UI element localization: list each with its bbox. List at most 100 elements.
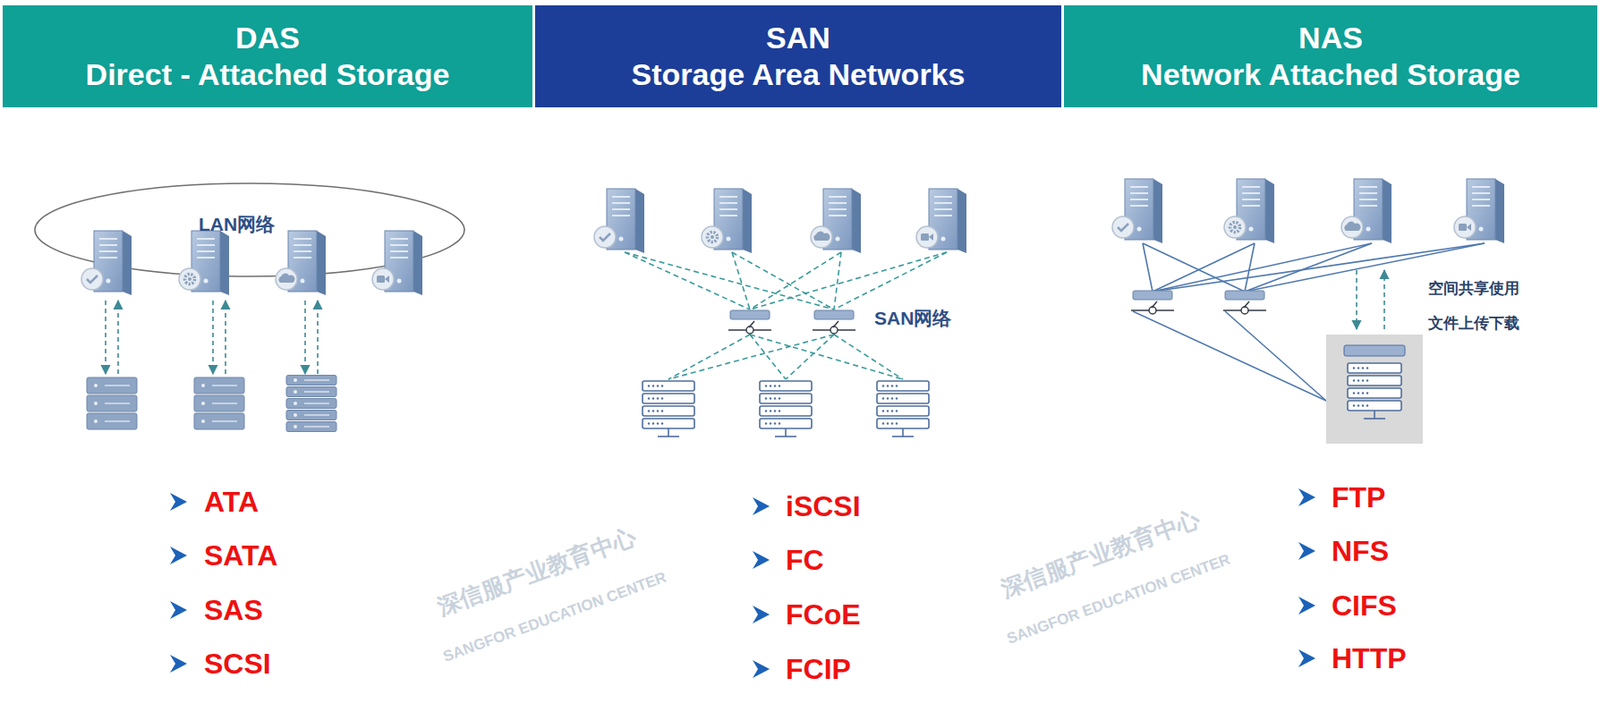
switch-knob [746,326,754,334]
server-icon [916,188,967,254]
server-slot [1359,186,1378,188]
server-led [1137,227,1142,232]
server-icon [594,188,645,254]
storage-rack [876,381,929,437]
server-slot [1130,192,1149,195]
rack-dot [765,409,767,412]
server-side [1265,178,1275,244]
rack-dot [895,422,898,425]
storage-rack [759,381,812,437]
nas-device [1344,345,1405,419]
rack-dot [1357,404,1360,407]
tray-slot [212,384,238,387]
storage-unit [86,377,137,430]
server-side [851,188,861,254]
rack-dot [886,422,889,425]
rack-foot [1363,417,1386,420]
server-slot [934,202,953,205]
storage-unit [194,377,245,430]
badge [1341,216,1363,239]
storage-tray [286,422,337,433]
badge [81,268,103,290]
protocol-item: SAS [204,594,264,628]
rack-stand [1373,410,1376,419]
rack-dot [882,384,885,387]
bullet-arrow [170,601,188,620]
server-side [413,230,423,296]
rack-dot [891,422,894,425]
server-slot [719,208,738,211]
tray-led [93,401,98,406]
server-slot [1472,198,1490,201]
cloud-glyph [278,273,295,283]
gear-glyph [185,274,196,285]
switch-lever [1151,301,1158,308]
server-side [742,188,752,254]
switch-body [1225,290,1265,300]
server-icon [81,230,132,296]
rack-unit [759,418,812,429]
server-slot [390,238,409,240]
tray-led [293,425,298,429]
protocol-item: FCIP [785,653,852,687]
rack-unit [1347,388,1402,399]
badge [810,226,833,248]
server-icon [1341,178,1392,244]
server-front [928,188,958,250]
switch-body [814,310,854,320]
server-icon [810,188,861,254]
server-slot [828,208,847,211]
server-slot [1359,204,1378,207]
server-side [220,230,230,296]
rack-dot [891,384,894,387]
san-link [749,334,786,380]
rack-dot [769,422,772,425]
tray-slot [304,402,330,405]
server-led [1479,227,1484,232]
badge [372,268,394,290]
server-slot [719,214,738,217]
server-led [941,237,946,242]
gear-glyph [707,232,718,243]
rack-dot [769,409,772,412]
band-title: Network Attached Storage [1140,56,1521,94]
server-slot [828,202,847,205]
rack-dot [774,397,776,400]
server-slot [99,256,118,259]
bullet-arrow [1298,488,1316,507]
server-side [635,188,645,254]
server-slot [1130,204,1149,207]
switch-icon [728,310,772,334]
tray-led [201,383,205,388]
server-slot [293,238,312,240]
rack-dot [647,409,650,412]
bullet-arrow [1298,596,1316,615]
server-icon [275,230,326,296]
bullet-arrow [170,655,188,673]
tray-led [201,419,205,424]
tray-led [93,419,98,424]
rack-unit [876,418,929,429]
gear-hub [1233,225,1237,230]
rack-dot [661,422,664,425]
rack-dot [647,384,650,387]
server-slot [1472,204,1490,207]
tray-slot [104,420,130,423]
storage-rack [642,381,695,437]
switch-knob [1241,306,1249,315]
protocol-item: iSCSI [785,490,861,524]
nas-link [1152,243,1372,292]
nas-link [1142,243,1153,292]
check-glyph [86,275,98,283]
san-link [749,252,947,310]
server-slot [99,238,118,240]
switch-body [730,310,770,320]
server-icon [1454,178,1505,244]
server-slot [1359,192,1378,195]
check-glyph [599,233,611,241]
server-slot [390,250,409,253]
san-link [749,334,903,380]
dashed-arrow [117,300,120,375]
storage-tray [286,375,337,386]
